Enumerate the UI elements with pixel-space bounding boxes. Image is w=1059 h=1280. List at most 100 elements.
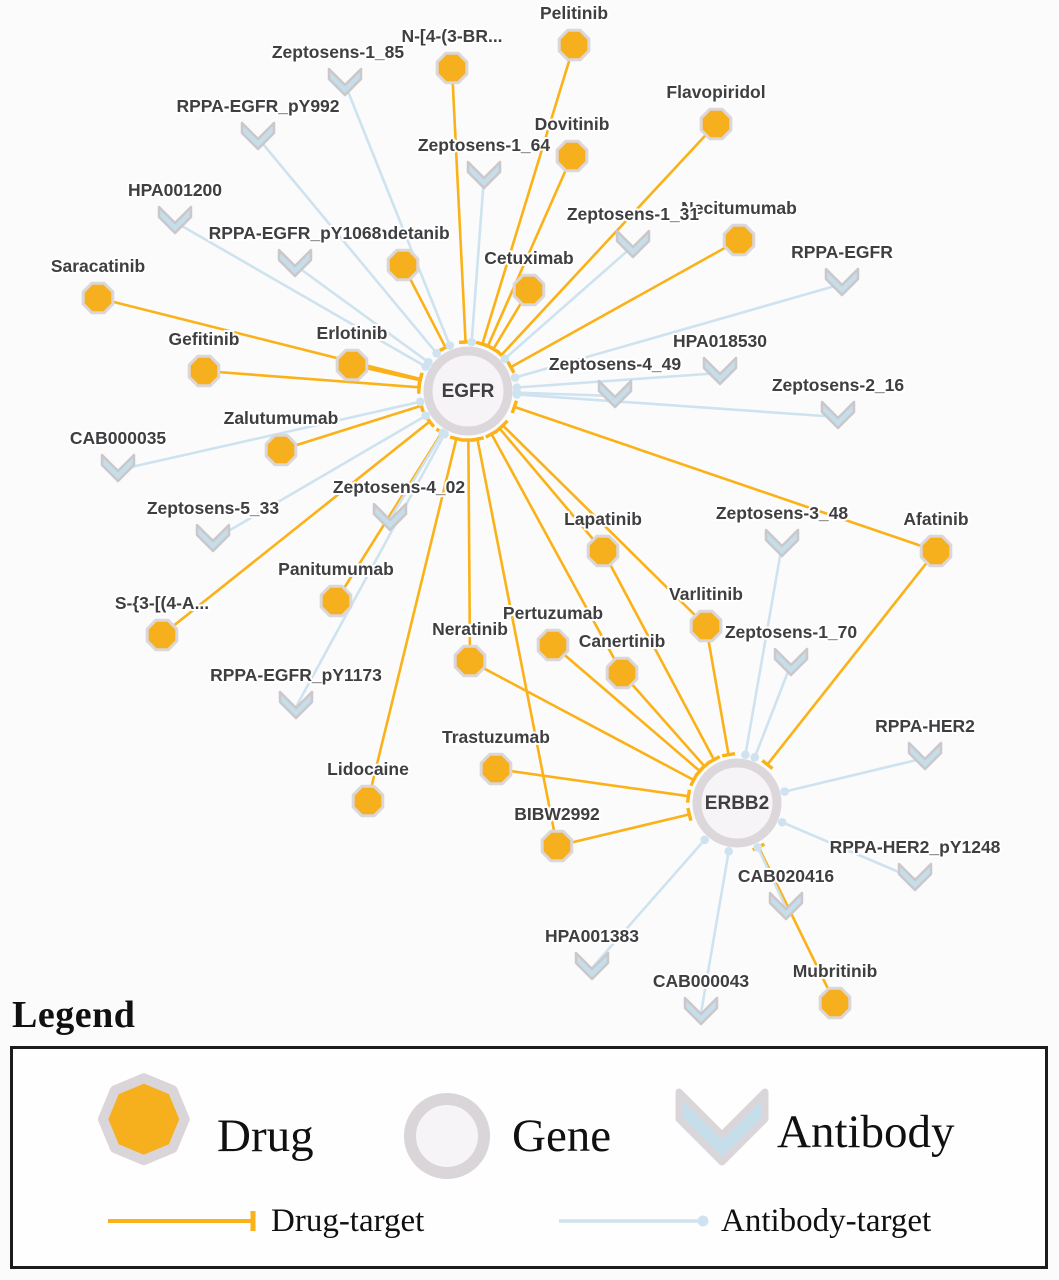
node-gefitinib[interactable] <box>187 354 221 388</box>
edge-end-dot <box>777 817 787 827</box>
edge-lidocaine-egfr <box>366 438 458 802</box>
node-rppa-egfr[interactable] <box>824 267 860 297</box>
edge-hpa018530-egfr <box>516 371 721 389</box>
node-neratinib[interactable] <box>453 644 487 678</box>
node-rppa-egfr-py1173[interactable] <box>278 690 314 720</box>
node-zeptosens-1-70[interactable] <box>773 647 809 677</box>
edge-end-dot <box>424 357 433 367</box>
node-dovitinib[interactable] <box>555 139 589 173</box>
edge-pertuzumab-erbb2 <box>552 644 701 773</box>
node-rppa-egfr-py992[interactable] <box>240 121 276 151</box>
node-saracatinib[interactable] <box>81 281 115 315</box>
node-zeptosens-1-85[interactable] <box>327 67 363 97</box>
node-hpa001383[interactable] <box>574 951 610 981</box>
edge-bibw2992-egfr <box>476 438 559 847</box>
node-label-varlitinib: Varlitinib <box>669 584 743 604</box>
node-rppa-egfr-py1068[interactable] <box>277 248 313 278</box>
edge-zeptosens-1-31-egfr <box>503 245 634 360</box>
node-zeptosens-4-49[interactable] <box>597 379 633 409</box>
node-zeptosens-4-02[interactable] <box>372 502 408 532</box>
node-flavopiridol[interactable] <box>699 107 733 141</box>
node-canertinib[interactable] <box>605 656 639 690</box>
edge-zeptosens-1-64-egfr <box>470 176 486 343</box>
node-erbb2[interactable] <box>692 758 782 848</box>
node-cetuximab[interactable] <box>512 273 546 307</box>
node-label-bibw2992: BIBW2992 <box>514 804 600 824</box>
edge-end-dot <box>500 354 510 363</box>
node-varlitinib[interactable] <box>689 609 723 643</box>
node-bibw2992[interactable] <box>540 829 574 863</box>
node-necitumumab[interactable] <box>722 223 756 257</box>
node-label-cab000043: CAB000043 <box>653 971 750 991</box>
node-zeptosens-1-31[interactable] <box>615 229 651 259</box>
node-label-zalutumumab: Zalutumumab <box>224 408 339 428</box>
node-label-necitumumab: Necitumumab <box>681 198 797 218</box>
edge-lapatinib-egfr <box>498 427 604 552</box>
node-zeptosens-5-33[interactable] <box>195 523 231 553</box>
node-label-canertinib: Canertinib <box>579 631 666 651</box>
edge-end-dot <box>467 337 476 347</box>
node-label-mubritinib: Mubritinib <box>793 961 878 981</box>
node-rppa-her2[interactable] <box>907 741 943 771</box>
node-zalutumumab[interactable] <box>264 433 298 467</box>
edge-n4-3br-egfr <box>450 67 467 343</box>
edge-hpa001200-egfr <box>174 220 427 368</box>
edge-end-tee <box>689 773 699 787</box>
node-label-rppa-her2-py1248: RPPA-HER2_pY1248 <box>830 837 1001 857</box>
node-label-lidocaine: Lidocaine <box>327 759 409 779</box>
node-erlotinib[interactable] <box>335 348 369 382</box>
drug-legend-label: Drug <box>217 1110 314 1162</box>
node-afatinib[interactable] <box>919 534 953 568</box>
node-cab020416[interactable] <box>768 891 804 921</box>
node-mubritinib[interactable] <box>818 986 852 1020</box>
antibody-legend-icon <box>675 1088 769 1166</box>
node-label-cab000035: CAB000035 <box>70 428 167 448</box>
edge-neratinib-egfr <box>467 439 472 662</box>
edge-zeptosens-4-49-egfr <box>516 391 616 398</box>
edge-end-dot <box>753 843 763 852</box>
node-pertuzumab[interactable] <box>536 628 570 662</box>
node-label-saracatinib: Saracatinib <box>51 256 145 276</box>
node-label-pertuzumab: Pertuzumab <box>503 603 603 623</box>
node-zeptosens-3-48[interactable] <box>764 528 800 558</box>
node-n4-3br[interactable] <box>435 51 469 85</box>
node-cab000043[interactable] <box>683 996 719 1026</box>
edge-end-dot <box>432 348 442 358</box>
node-label-panitumumab: Panitumumab <box>278 559 394 579</box>
edge-s3-4a-egfr <box>161 420 431 637</box>
node-cab000035[interactable] <box>100 453 136 483</box>
legend-title: Legend <box>12 994 136 1036</box>
edge-end-tee <box>698 760 711 772</box>
node-egfr[interactable] <box>423 346 513 436</box>
node-lidocaine[interactable] <box>351 784 385 818</box>
node-label-zeptosens-1-85: Zeptosens-1_85 <box>272 42 405 62</box>
node-panitumumab[interactable] <box>319 584 353 618</box>
node-rppa-her2-py1248[interactable] <box>897 862 933 892</box>
edge-zeptosens-4-02-egfr <box>388 432 444 520</box>
edge-neratinib-erbb2 <box>469 659 695 782</box>
node-label-rppa-egfr-py1068: RPPA-EGFR_pY1068 <box>209 223 382 243</box>
edge-dovitinib-egfr <box>486 155 574 347</box>
edge-end-tee <box>506 360 516 374</box>
node-label-zeptosens-1-64: Zeptosens-1_64 <box>418 135 551 155</box>
node-trastuzumab[interactable] <box>479 752 513 786</box>
edge-cab000035-egfr <box>117 400 421 472</box>
node-hpa001200[interactable] <box>157 205 193 235</box>
node-pelitinib[interactable] <box>557 28 591 62</box>
legend-box: Drug Gene Antibody Drug-target Antibody-… <box>10 1046 1048 1269</box>
node-zeptosens-2-16[interactable] <box>820 400 856 430</box>
node-hpa018530[interactable] <box>702 356 738 386</box>
node-zeptosens-1-64[interactable] <box>466 160 502 190</box>
node-label-afatinib: Afatinib <box>903 509 968 529</box>
node-label-rppa-egfr-py992: RPPA-EGFR_pY992 <box>176 96 339 116</box>
edge-rppa-egfr-py1173-egfr <box>294 433 446 708</box>
edge-varlitinib-erbb2 <box>704 625 730 755</box>
node-s3-4a[interactable] <box>145 618 179 652</box>
node-label-vandetanib: Vandetanib <box>356 223 449 243</box>
edge-zeptosens-2-16-egfr <box>516 393 839 419</box>
node-vandetanib[interactable] <box>386 248 420 282</box>
edge-end-dot <box>780 787 789 796</box>
edge-necitumumab-egfr <box>510 238 740 369</box>
node-lapatinib[interactable] <box>586 534 620 568</box>
edge-lapatinib-erbb2 <box>601 550 716 761</box>
